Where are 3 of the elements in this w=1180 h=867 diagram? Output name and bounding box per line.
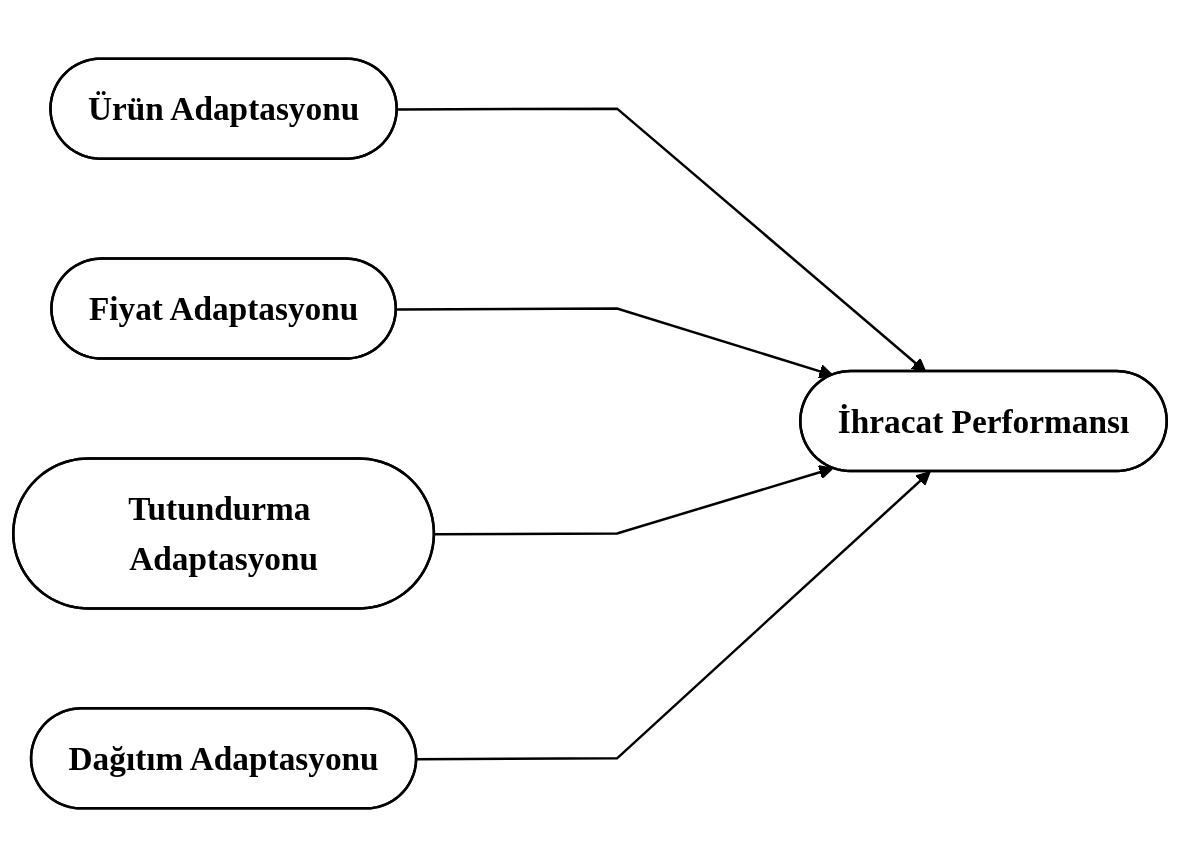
arrow — [396, 307, 834, 379]
arrow — [416, 471, 931, 761]
arrow — [434, 465, 834, 536]
